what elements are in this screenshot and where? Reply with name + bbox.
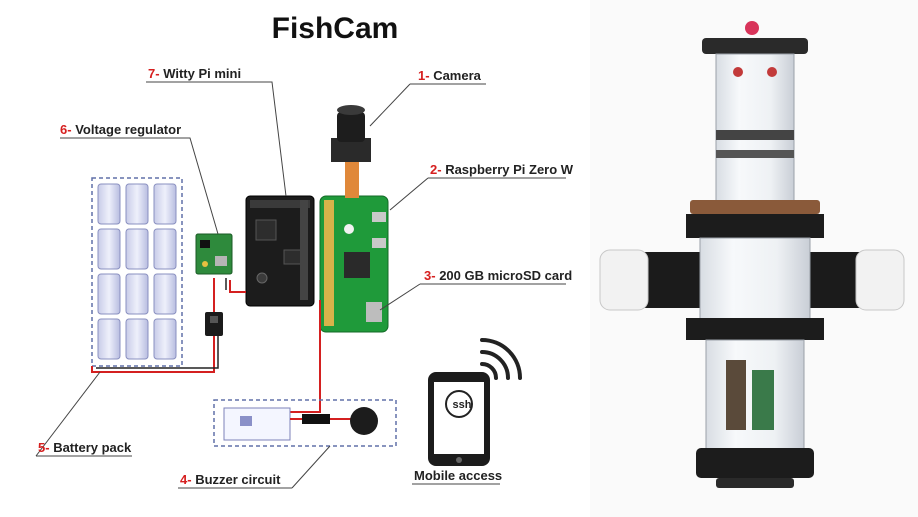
battery-cell [153, 273, 177, 315]
figure-title: FishCam [272, 12, 399, 45]
battery-cell [125, 273, 149, 315]
black-wires [96, 278, 227, 369]
buzzer-circuit [213, 399, 397, 447]
camera-ribbon-cable [345, 158, 359, 198]
battery-pack [91, 177, 183, 367]
witty-pi-board [245, 195, 315, 307]
label-battery: 5- Battery pack [38, 440, 132, 455]
raspberry-pi-board [319, 195, 389, 333]
ssh-logo: ssh [453, 399, 472, 411]
battery-cell [153, 183, 177, 225]
label-camera: 1- Camera [418, 68, 482, 83]
battery-cell [125, 228, 149, 270]
label-raspberry-pi: 2- Raspberry Pi Zero W [430, 162, 574, 177]
label-microsd: 3- 200 GB microSD card [424, 268, 572, 283]
leader-lines [35, 81, 566, 489]
battery-cell [97, 318, 121, 360]
label-buzzer: 4- Buzzer circuit [180, 472, 281, 487]
wifi-icon [480, 338, 522, 380]
label-wittypi: 7- Witty Pi mini [148, 66, 241, 81]
battery-cell [97, 183, 121, 225]
label-regulator: 6- Voltage regulator [60, 122, 181, 137]
power-switch [205, 312, 223, 336]
mobile-phone: ssh [428, 372, 490, 466]
fishcam-photo [590, 0, 918, 517]
battery-cell [97, 228, 121, 270]
battery-cell [153, 228, 177, 270]
red-wires [91, 278, 321, 413]
battery-cell [153, 318, 177, 360]
battery-cell [97, 273, 121, 315]
battery-cell [125, 183, 149, 225]
label-mobile-access: Mobile access [414, 468, 502, 483]
camera-module [331, 105, 371, 162]
battery-cell [125, 318, 149, 360]
voltage-regulator [195, 233, 233, 275]
